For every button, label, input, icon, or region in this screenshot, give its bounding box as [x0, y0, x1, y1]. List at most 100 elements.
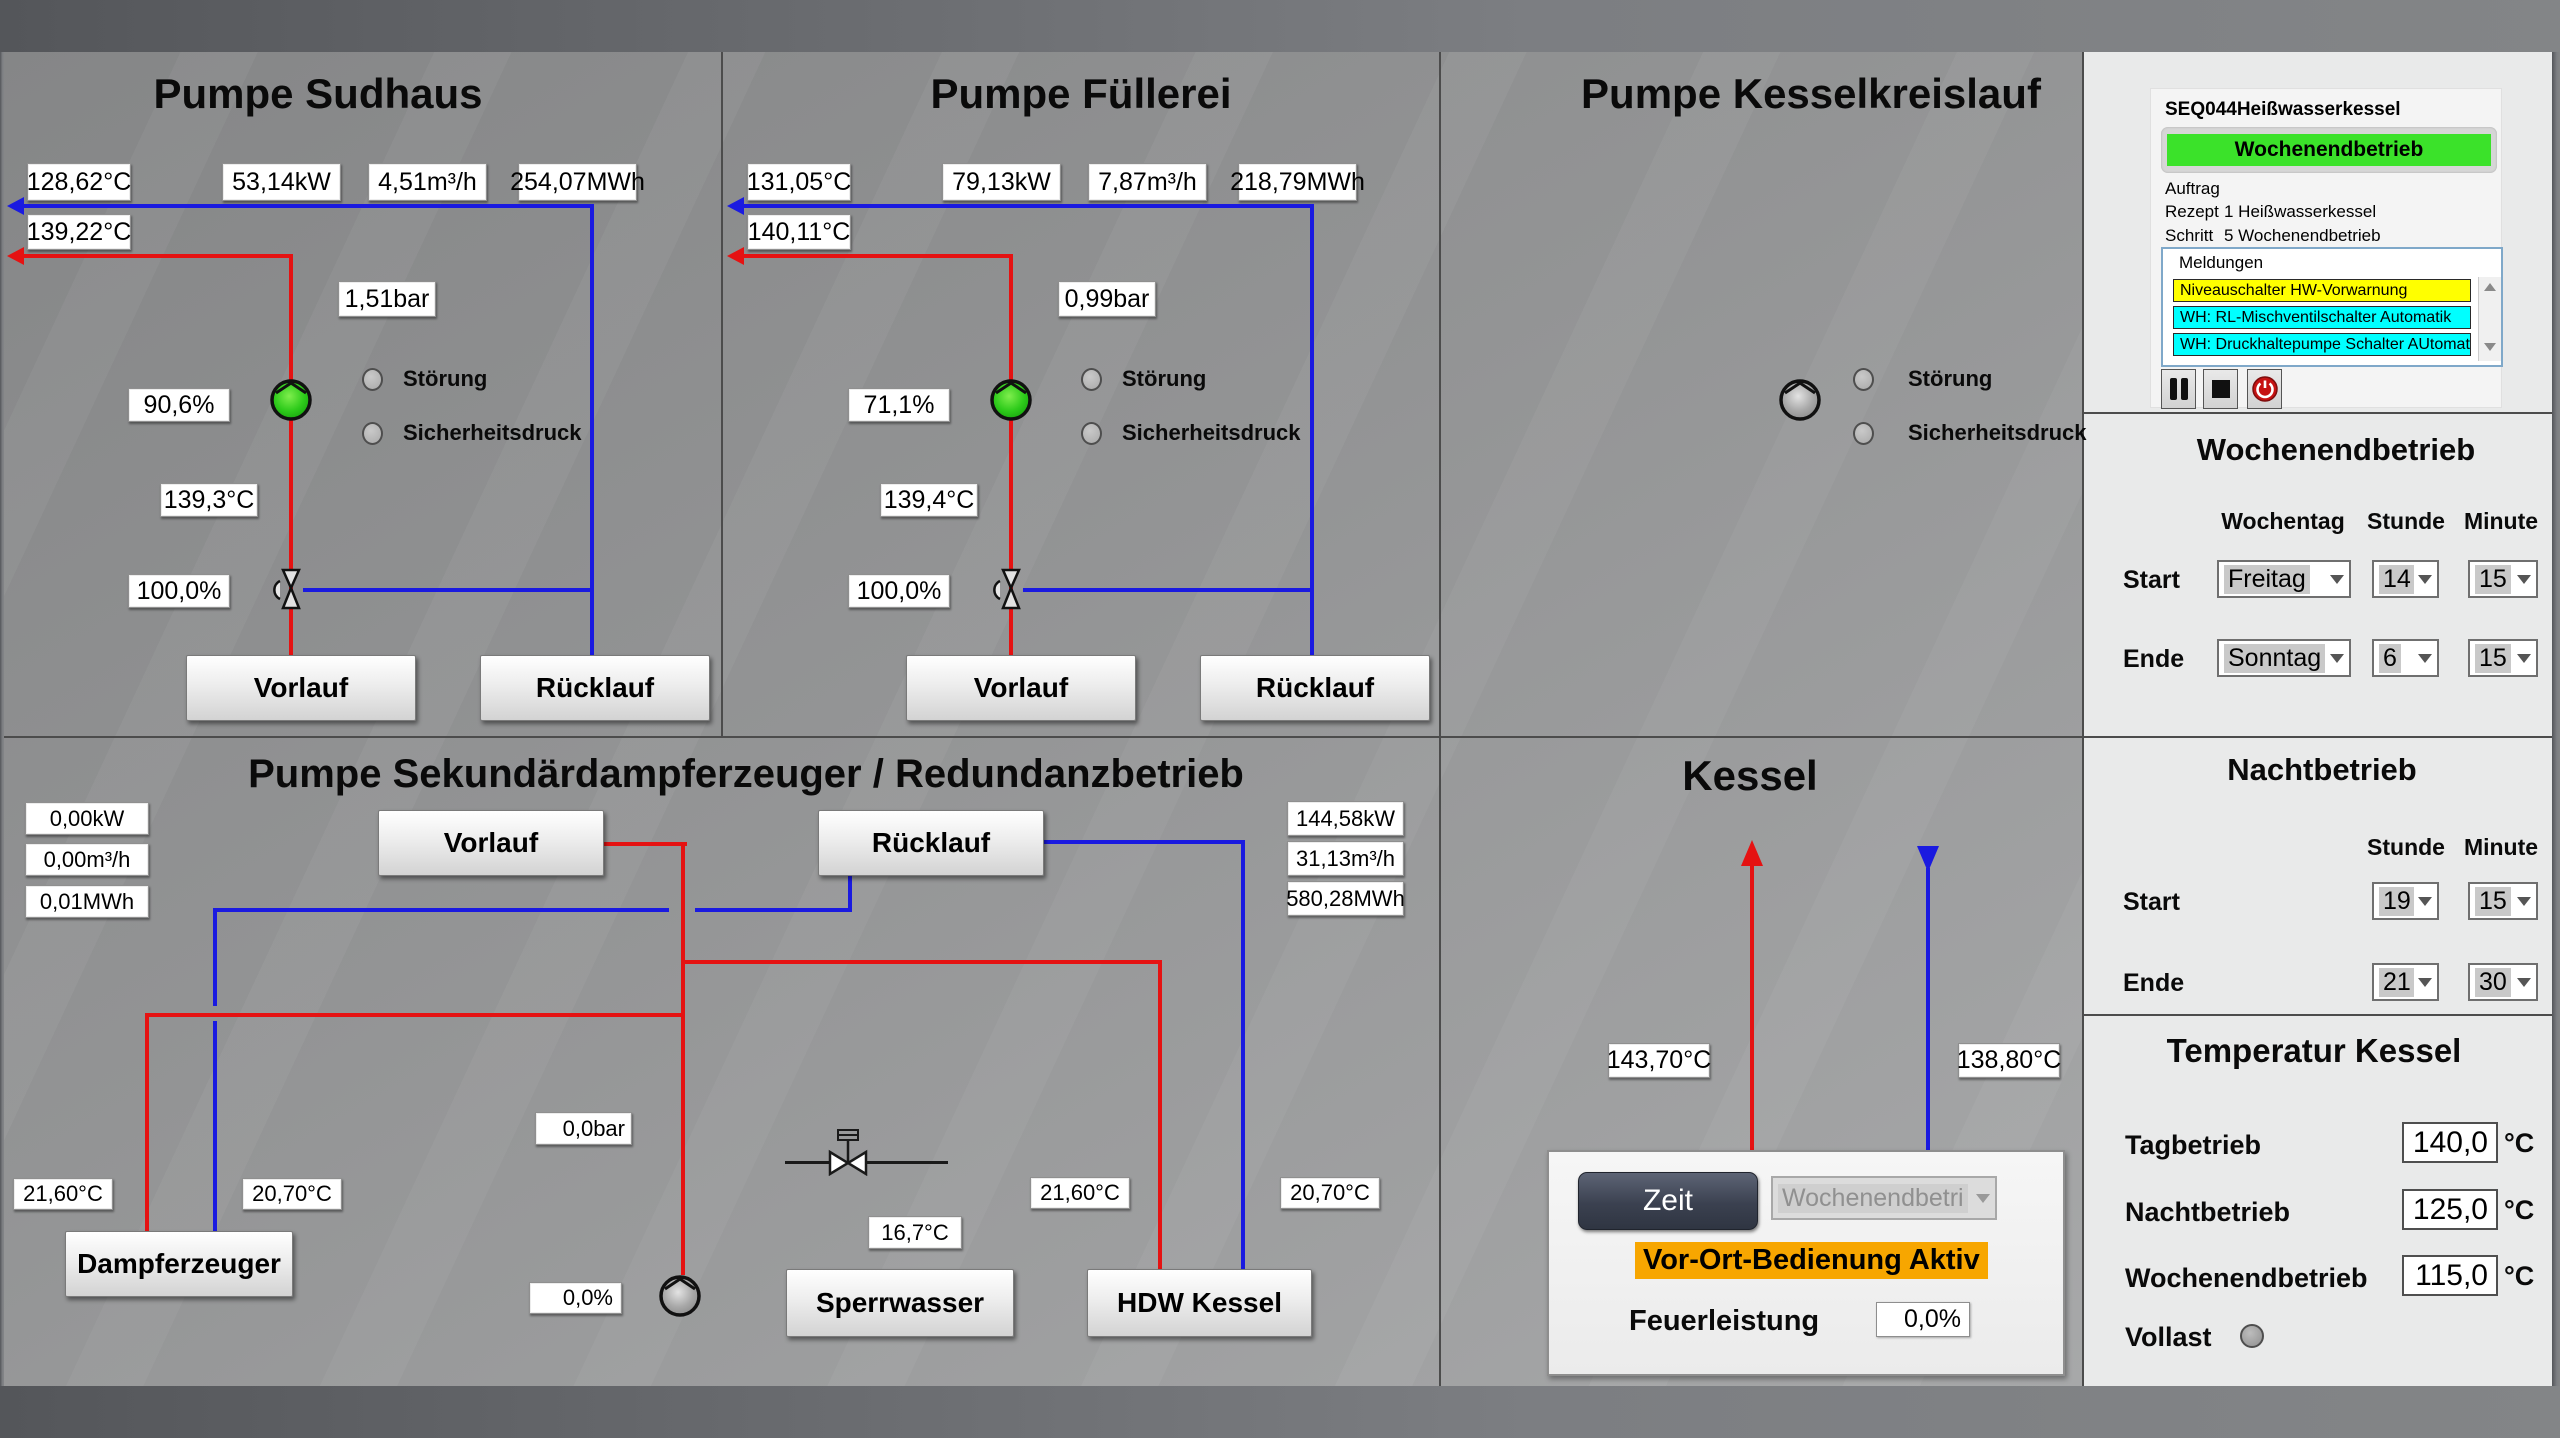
fuellerei-supply-arrow [727, 247, 744, 265]
dampferzeuger-button[interactable]: Dampferzeuger [65, 1231, 293, 1297]
sek-pipe-vorlauf-h [600, 842, 687, 846]
sekundaer-left-energy: 0,01MWh [25, 885, 149, 918]
nacht-start-hour[interactable]: 19 [2372, 882, 2439, 920]
sequence-panel: SEQ044Heißwasserkessel Wochenendbetrieb … [2150, 88, 2503, 409]
sekundaer-temp-hdw-red: 21,60°C [1030, 1177, 1130, 1209]
meldung-row[interactable]: Niveauschalter HW-Vorwarnung [2173, 279, 2471, 302]
kessel-supply-pipe [1750, 864, 1754, 1150]
kesselkreislauf-sicherheitsdruck-label: Sicherheitsdruck [1908, 420, 2087, 445]
wochenendbetrieb-input[interactable]: 115,0 [2402, 1255, 2498, 1296]
chevron-down-icon [2517, 977, 2531, 987]
fuellerei-temp-in: 131,05°C [747, 163, 851, 201]
nacht-ende-hour[interactable]: 21 [2372, 963, 2439, 1001]
fuellerei-sicherheitsdruck-lamp [1081, 422, 1102, 445]
fuellerei-supply-pipe [742, 254, 1011, 258]
fuellerei-pressure: 0,99bar [1058, 281, 1156, 317]
sekundaer-temp-de-red: 21,60°C [13, 1178, 113, 1210]
chevron-down-icon [2517, 653, 2531, 663]
tagbetrieb-input[interactable]: 140,0 [2402, 1122, 2498, 1163]
chevron-down-icon [2517, 896, 2531, 906]
hdw-kessel-button[interactable]: HDW Kessel [1087, 1269, 1312, 1337]
wochenend-ende-hour[interactable]: 6 [2372, 639, 2439, 677]
sudhaus-return-pipe-v [590, 204, 594, 655]
sudhaus-valve-pipe [303, 588, 592, 592]
mode-button[interactable]: Wochenendbetrieb [2167, 134, 2491, 166]
local-control-warning: Vor-Ort-Bedienung Aktiv [1635, 1242, 1988, 1279]
fuellerei-stoerung-lamp [1081, 368, 1102, 391]
fuellerei-valve-icon[interactable] [988, 568, 1034, 612]
feuerleistung-label: Feuerleistung [1629, 1305, 1820, 1337]
sek-pipe-return-v1 [213, 908, 217, 1006]
fuellerei-ruecklauf-button[interactable]: Rücklauf [1200, 655, 1430, 721]
scroll-down-icon[interactable] [2484, 343, 2496, 351]
wochenend-start-label: Start [2123, 566, 2180, 594]
chevron-down-icon [2418, 896, 2432, 906]
fuellerei-pump-speed: 71,1% [848, 388, 950, 422]
sekundaer-right-power: 144,58kW [1287, 801, 1404, 836]
meldung-row[interactable]: WH: RL-Mischventilschalter Automatik [2173, 306, 2471, 329]
zeit-button[interactable]: Zeit [1578, 1172, 1758, 1230]
sekundaer-temp-hdw-blue: 20,70°C [1280, 1177, 1380, 1209]
stop-button[interactable] [2203, 369, 2238, 409]
pause-button[interactable] [2161, 369, 2196, 409]
sekundaer-ruecklauf-button[interactable]: Rücklauf [818, 810, 1044, 876]
nacht-col-min: Minute [2463, 834, 2539, 860]
sperrwasser-button[interactable]: Sperrwasser [786, 1269, 1014, 1337]
sudhaus-return-pipe [22, 204, 592, 208]
meldungen-header: Meldungen [2179, 253, 2264, 272]
fuellerei-temp-out: 140,11°C [747, 214, 851, 250]
kessel-mode-dropdown[interactable]: Wochenendbetri [1771, 1176, 1997, 1220]
sudhaus-supply-pipe [22, 254, 291, 258]
sek-pipe-de-h [145, 1013, 685, 1017]
tagbetrieb-label: Tagbetrieb [2125, 1130, 2262, 1160]
vollast-lamp [2240, 1324, 2264, 1348]
kessel-temp-return: 138,80°C [1957, 1043, 2061, 1078]
sudhaus-stoerung-lamp [362, 368, 383, 391]
frame-top [0, 0, 2560, 52]
schritt-label: Schritt [2165, 226, 2214, 245]
kesselkreislauf-pump-icon[interactable] [1778, 378, 1822, 422]
meldung-row[interactable]: WH: Druckhaltepumpe Schalter AUtomati [2173, 333, 2471, 356]
sudhaus-valve-icon[interactable] [268, 568, 314, 612]
sekundaer-pump-icon[interactable] [658, 1274, 702, 1318]
wochenend-start-day[interactable]: Freitag [2217, 560, 2351, 598]
feuerleistung-input[interactable]: 0,0% [1876, 1302, 1970, 1337]
meldungen-scrollbar[interactable] [2478, 277, 2501, 361]
fuellerei-pump-icon[interactable] [989, 378, 1033, 422]
temperatur-title: Temperatur Kessel [2166, 1032, 2462, 1069]
fuellerei-valve-pipe [1023, 588, 1312, 592]
sudhaus-vorlauf-button[interactable]: Vorlauf [186, 655, 416, 721]
frame-right [2552, 52, 2560, 1386]
divider-v-sidebar [2082, 52, 2084, 1386]
sudhaus-ruecklauf-button[interactable]: Rücklauf [480, 655, 710, 721]
sudhaus-temp-mid: 139,3°C [160, 483, 258, 517]
nacht-start-min[interactable]: 15 [2468, 882, 2538, 920]
sudhaus-energy: 254,07MWh [510, 163, 645, 201]
wochenend-ende-min[interactable]: 15 [2468, 639, 2538, 677]
rezept-value: 1 Heißwasserkessel [2224, 202, 2377, 221]
fuellerei-power: 79,13kW [942, 163, 1061, 201]
power-button[interactable] [2247, 369, 2282, 409]
wochenend-start-min[interactable]: 15 [2468, 560, 2538, 598]
frame-left [0, 52, 4, 1386]
sudhaus-power: 53,14kW [222, 163, 341, 201]
sudhaus-sicherheitsdruck-label: Sicherheitsdruck [403, 420, 582, 445]
kessel-temp-supply: 143,70°C [1607, 1043, 1711, 1078]
sudhaus-pump-icon[interactable] [269, 378, 313, 422]
sekundaer-vorlauf-button[interactable]: Vorlauf [378, 810, 604, 876]
divider-h-sidebar-2 [2083, 1014, 2552, 1016]
nachtbetrieb-input[interactable]: 125,0 [2402, 1189, 2498, 1230]
wochenend-ende-day[interactable]: Sonntag [2217, 639, 2351, 677]
wochenend-start-hour[interactable]: 14 [2372, 560, 2439, 598]
fuellerei-return-pipe-v [1310, 204, 1314, 655]
sperrwasser-valve-icon [828, 1129, 868, 1176]
schritt-value: 5 Wochenendbetrieb [2224, 226, 2381, 245]
scroll-up-icon[interactable] [2484, 283, 2496, 291]
fuellerei-vorlauf-button[interactable]: Vorlauf [906, 655, 1136, 721]
panel-title-fuellerei: Pumpe Füllerei [930, 70, 1232, 117]
fuellerei-supply-pipe-v [1009, 254, 1013, 655]
pause-icon [2169, 378, 2177, 400]
sek-pipe-ruecklauf-h [1040, 840, 1245, 844]
nacht-ende-min[interactable]: 30 [2468, 963, 2538, 1001]
sekundaer-temp-sperr: 16,7°C [868, 1216, 962, 1249]
